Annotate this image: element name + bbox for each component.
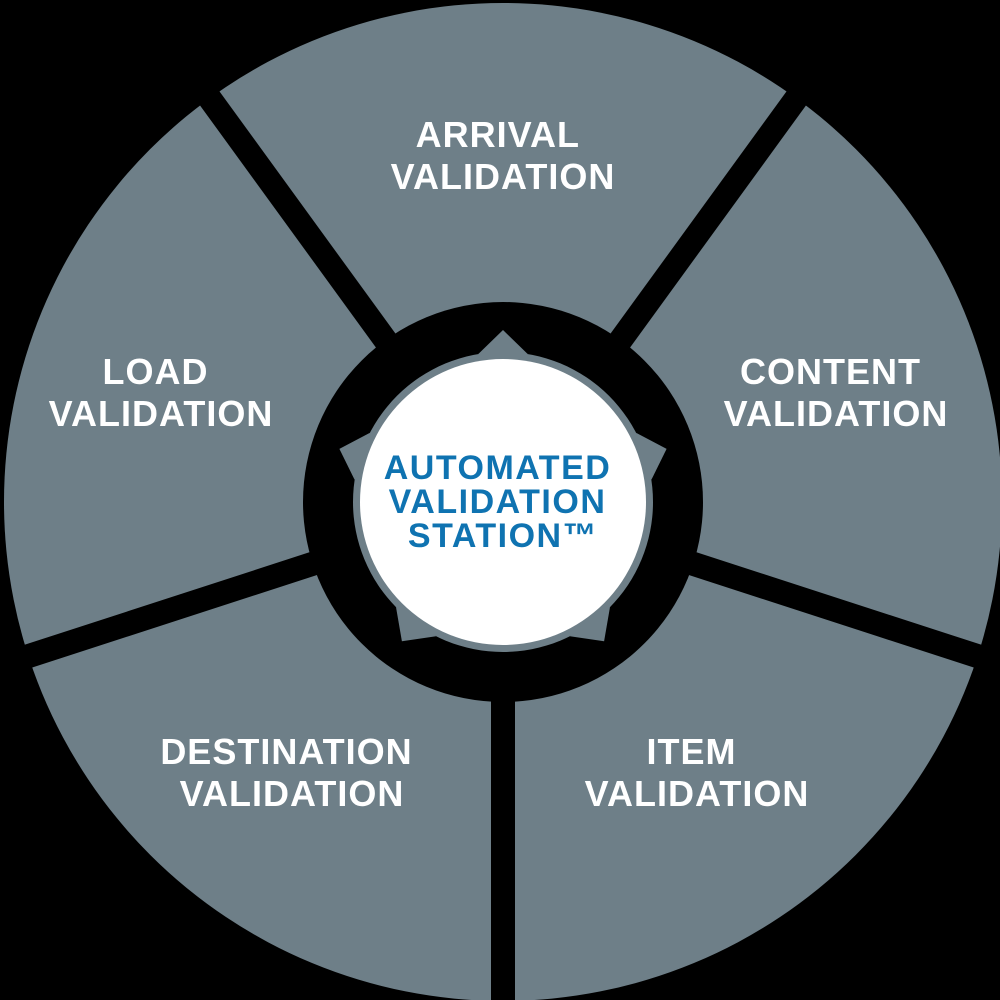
hub-star-point-top xyxy=(478,330,528,355)
hub-star-point-upper-left xyxy=(339,432,370,480)
center-title-line-2: VALIDATION xyxy=(389,483,607,521)
center-title: AUTOMATED VALIDATION STATION™ xyxy=(384,449,623,555)
center-title-line-1: AUTOMATED xyxy=(384,449,612,487)
segment-label-content-line-1: CONTENT xyxy=(740,351,921,392)
segment-label-arrival-line-2: VALIDATION xyxy=(391,156,616,197)
segment-label-content: CONTENT VALIDATION xyxy=(724,351,949,434)
segment-label-arrival: ARRIVAL VALIDATION xyxy=(391,114,616,197)
segment-label-item-line-2: VALIDATION xyxy=(585,773,810,814)
center-title-line-3: STATION™ xyxy=(408,517,598,555)
segment-label-destination-line-1: DESTINATION xyxy=(160,731,412,772)
hub-star-point-upper-right xyxy=(636,432,667,480)
segment-label-content-line-2: VALIDATION xyxy=(724,393,949,434)
segment-label-load-line-1: LOAD xyxy=(102,351,208,392)
segment-label-load-line-2: VALIDATION xyxy=(49,393,274,434)
hub-star-point-lower-right xyxy=(569,607,610,642)
segment-label-item-line-1: ITEM xyxy=(646,731,736,772)
center-circle xyxy=(360,359,646,645)
segment-label-destination: DESTINATION VALIDATION xyxy=(160,731,423,814)
segment-label-arrival-line-1: ARRIVAL xyxy=(416,114,580,155)
segment-label-load: LOAD VALIDATION xyxy=(49,351,274,434)
segment-label-item: ITEM VALIDATION xyxy=(585,731,810,814)
segment-label-destination-line-2: VALIDATION xyxy=(180,773,405,814)
hub-star-point-lower-left xyxy=(396,607,437,642)
